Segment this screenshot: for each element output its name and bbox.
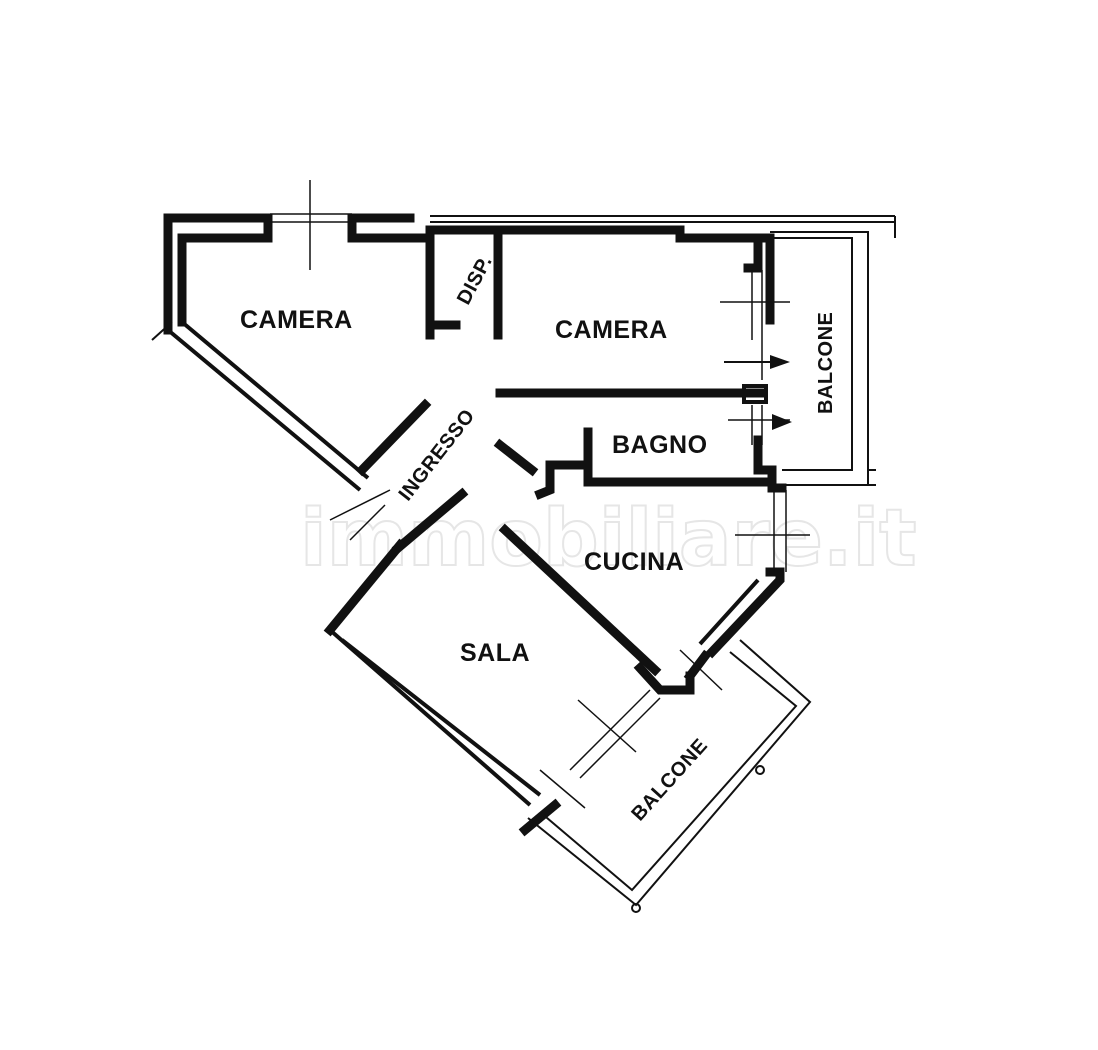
label-balcone-1: BALCONE: [815, 312, 837, 414]
window-marks: [270, 180, 810, 809]
label-sala: SALA: [460, 639, 530, 667]
label-bagno: BAGNO: [612, 431, 708, 459]
label-cucina: CUCINA: [584, 548, 684, 576]
label-disp: DISP.: [453, 252, 497, 308]
label-camera-1: CAMERA: [240, 306, 353, 334]
balcony-right: [770, 231, 876, 486]
label-camera-2: CAMERA: [555, 316, 668, 344]
label-balcone-2: BALCONE: [627, 735, 712, 826]
balcony-bottom: [527, 639, 812, 913]
walls: [151, 213, 896, 837]
